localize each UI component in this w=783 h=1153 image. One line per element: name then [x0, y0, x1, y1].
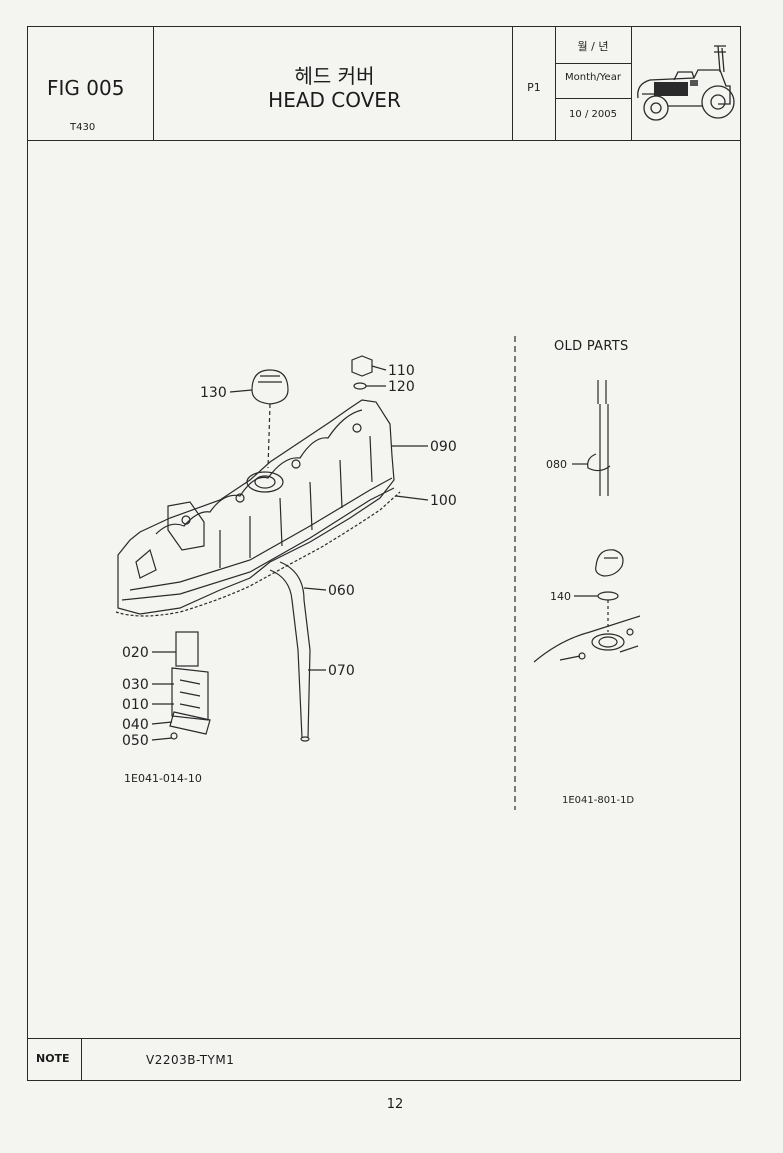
header-col-2: [512, 26, 513, 140]
title-english: HEAD COVER: [268, 88, 401, 112]
note-label: NOTE: [36, 1052, 70, 1065]
old-parts-diagram: 080 140 1E041-801-1D: [533, 380, 641, 806]
callout-140: 140: [550, 590, 571, 603]
old-parts-code: 1E041-801-1D: [562, 795, 634, 806]
old-parts-separator: [514, 336, 516, 810]
page-number: 12: [386, 1097, 404, 1112]
month-year-value: 10 / 2005: [569, 109, 617, 120]
callout-040: 040: [122, 717, 149, 733]
callout-020: 020: [122, 645, 149, 661]
month-year-row-1: [555, 63, 631, 64]
callout-120: 120: [388, 379, 415, 395]
callout-060: 060: [328, 583, 355, 599]
callout-050: 050: [122, 733, 149, 749]
title-korean: 헤드 커버: [294, 64, 375, 88]
page-frame: [27, 26, 741, 1081]
callout-010: 010: [122, 697, 149, 713]
old-parts-title: OLD PARTS: [554, 339, 629, 354]
callout-110: 110: [388, 363, 415, 379]
note-value: V2203B-TYM1: [146, 1053, 235, 1067]
month-year-label-en: Month/Year: [565, 72, 621, 83]
header-col-3: [555, 26, 556, 140]
header-col-4: [631, 26, 632, 140]
tractor-icon: [637, 45, 735, 121]
callout-100: 100: [430, 493, 457, 509]
callout-070: 070: [328, 663, 355, 679]
note-col: [81, 1038, 82, 1081]
callout-030: 030: [122, 677, 149, 693]
fig-number: FIG 005: [47, 76, 125, 100]
month-year-label-ko: 월 / 년: [577, 40, 609, 53]
diagram-code: 1E041-014-10: [124, 772, 202, 785]
header-divider: [27, 140, 741, 141]
model-code: T430: [70, 122, 96, 133]
callout-090: 090: [430, 439, 457, 455]
callout-080: 080: [546, 458, 567, 471]
callout-130: 130: [200, 385, 227, 401]
header-col-1: [153, 26, 154, 140]
note-divider-top: [27, 1038, 741, 1039]
page-code: P1: [527, 81, 541, 94]
month-year-row-2: [555, 98, 631, 99]
head-cover-diagram: 130 110 120 090 100 060 070 020 030 010 …: [115, 355, 457, 785]
